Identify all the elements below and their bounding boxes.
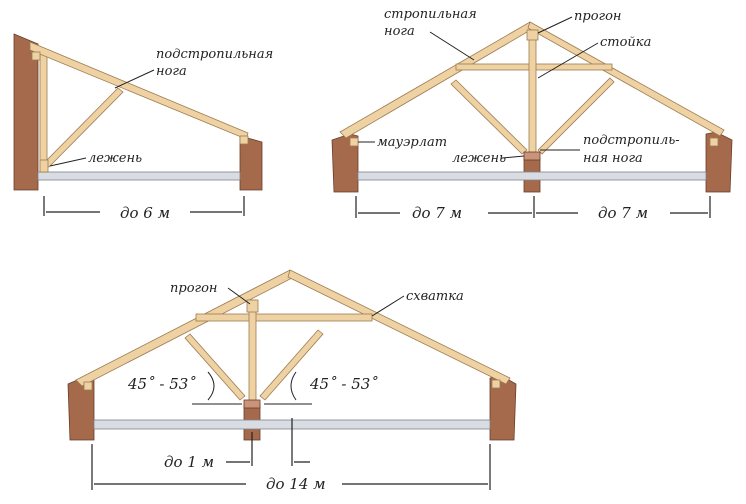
leader-skhvatka	[371, 295, 405, 317]
mauerlat-left-3	[83, 381, 93, 391]
progon-block-2	[526, 29, 539, 41]
leader-progon-1	[537, 16, 573, 34]
label-lezhen-2: лежень	[452, 151, 506, 166]
leader-stoyka	[537, 42, 599, 79]
strut-left-2	[450, 79, 528, 155]
label-do14: до 14 м	[266, 475, 326, 493]
right-mauerlat	[239, 135, 249, 145]
leader-lezhen	[49, 157, 87, 167]
post	[39, 53, 48, 173]
leader-stropilnaya	[429, 31, 475, 61]
strut-right-2	[537, 77, 615, 155]
right-rafter-3	[287, 269, 511, 385]
mauerlat-left-2	[349, 137, 359, 147]
label-do7-right: до 7 м	[598, 204, 648, 222]
right-rafter-2	[527, 21, 725, 137]
label-do7-left: до 7 м	[412, 204, 462, 222]
leader-podstropilnaya	[114, 69, 155, 89]
label-lezhen-1: лежень	[88, 151, 142, 166]
label-stoyka: стойка	[600, 35, 651, 50]
wide-span-truss: 45˚ - 53˚ 45˚ - 53˚ прогон схватка до 1 …	[67, 269, 517, 493]
left-wall	[13, 33, 39, 191]
skhvatka	[195, 313, 373, 322]
label-progon-1: прогон	[574, 9, 621, 24]
label-podstropilnaya-2: нога	[156, 64, 187, 79]
double-span-truss: стропильная нога прогон стойка мауэрлат …	[331, 7, 733, 222]
label-podstropilnaya-1: подстропильная	[156, 47, 273, 62]
dim-line-1m	[226, 418, 310, 466]
left-rafter-2	[339, 21, 535, 139]
lezhen-block-2	[523, 151, 541, 161]
label-do1: до 1 м	[164, 453, 214, 471]
label-podstropil-1: подстропиль-	[583, 133, 680, 148]
top-block	[31, 51, 41, 61]
leader-lezhen-2	[501, 155, 525, 159]
label-angle-left: 45˚ - 53˚	[127, 375, 196, 393]
label-stropilnaya-1: стропильная	[384, 7, 477, 22]
label-skhvatka: схватка	[406, 289, 464, 304]
angle-arc-left	[207, 371, 215, 401]
progon-block-3	[246, 299, 259, 313]
dim-line-6m	[43, 196, 245, 216]
mauerlat-right-3	[491, 379, 501, 389]
lezhen-block	[39, 159, 49, 173]
lezhen-block-3	[243, 399, 261, 409]
single-pitch-truss: подстропильная нога лежень до 6 м	[13, 33, 273, 222]
label-progon-2: прогон	[170, 281, 217, 296]
post-2	[528, 29, 537, 159]
angle-arc-right	[290, 371, 297, 401]
dim-lines-7m	[355, 196, 711, 218]
strut-left-3	[184, 333, 246, 401]
leader-progon-2	[227, 287, 251, 305]
floor-slab-2	[357, 171, 707, 181]
label-podstropil-2: ная нога	[583, 151, 643, 166]
label-angle-right: 45˚ - 53˚	[309, 375, 378, 393]
label-stropilnaya-2: нога	[384, 24, 415, 39]
strut-right-3	[259, 329, 324, 401]
label-do6: до 6 м	[120, 204, 170, 222]
mauerlat-right-2	[709, 137, 719, 147]
post-3	[248, 299, 257, 405]
dim-line-14m	[91, 444, 491, 490]
label-mauerlat: мауэрлат	[377, 135, 447, 150]
floor-slab	[37, 171, 241, 181]
